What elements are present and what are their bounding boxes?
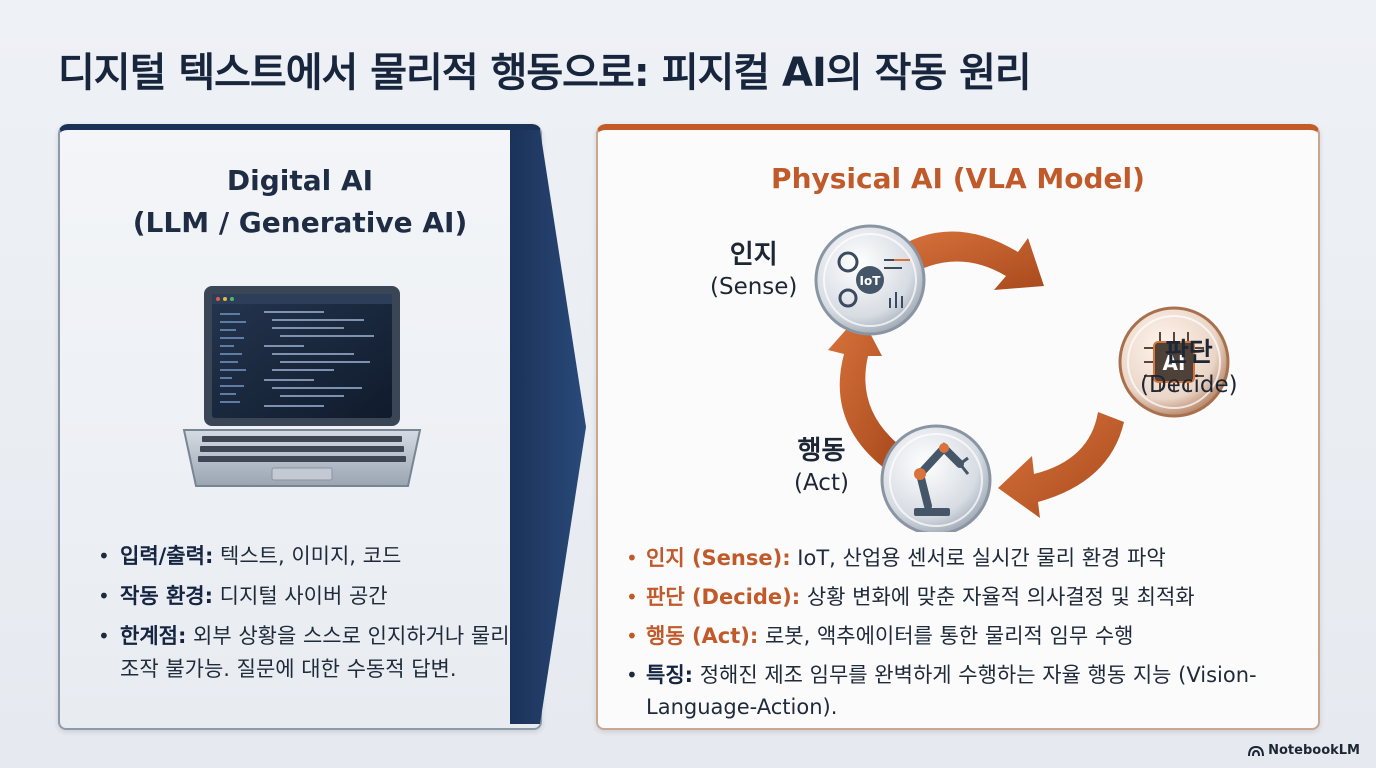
list-item: 특징: 정해진 제조 임무를 완벽하게 수행하는 자율 행동 지능 (Visio…: [624, 659, 1304, 723]
stage-label-sense: 인지 (Sense): [710, 238, 797, 302]
brand-badge: NotebookLM: [1248, 743, 1360, 758]
stage-decide-en: (Decide): [1140, 372, 1238, 398]
stage-label-decide: 판단 (Decide): [1140, 336, 1238, 400]
digital-ai-bullets: 입력/출력: 텍스트, 이미지, 코드 작동 환경: 디지털 사이버 공간 한계…: [96, 540, 536, 693]
brand-label: NotebookLM: [1268, 743, 1360, 758]
notebooklm-logo-icon: [1248, 745, 1265, 756]
bullet-text: 텍스트, 이미지, 코드: [213, 544, 402, 568]
bullet-text: 디지털 사이버 공간: [213, 584, 388, 608]
decide-ai-chip-icon: AI: [1118, 306, 1230, 418]
svg-text:AI: AI: [1163, 351, 1186, 375]
list-item: 판단 (Decide): 상황 변화에 맞춘 자율적 의사결정 및 최적화: [624, 581, 1304, 613]
bullet-label: 한계점:: [120, 624, 187, 648]
sense-iot-icon: IoT: [814, 224, 926, 336]
digital-ai-title-line1: Digital AI: [226, 164, 374, 197]
stage-decide-ko: 판단: [1164, 338, 1213, 368]
bullet-text: 정해진 제조 임무를 완벽하게 수행하는 자율 행동 지능 (Vision-La…: [646, 663, 1257, 719]
list-item: 작동 환경: 디지털 사이버 공간: [96, 580, 536, 613]
physical-ai-bullets: 인지 (Sense): IoT, 산업용 센서로 실시간 물리 환경 파악 판단…: [624, 542, 1304, 730]
bullet-label: 판단 (Decide):: [646, 585, 801, 609]
list-item: 행동 (Act): 로봇, 액추에이터를 통한 물리적 임무 수행: [624, 620, 1304, 652]
arrow-act-to-sense: [828, 314, 898, 468]
bullet-label: 인지 (Sense):: [646, 546, 791, 570]
bullet-label: 특징:: [646, 663, 694, 687]
laptop-icon: [182, 286, 422, 487]
act-robot-arm-icon: [880, 424, 992, 532]
stage-act-ko: 행동: [797, 436, 846, 466]
digital-ai-title: Digital AI (LLM / Generative AI): [60, 160, 540, 244]
physical-ai-panel: Physical AI (VLA Model) IoT: [596, 124, 1320, 730]
arrow-decide-to-act: [998, 412, 1124, 518]
list-item: 인지 (Sense): IoT, 산업용 센서로 실시간 물리 환경 파악: [624, 542, 1304, 574]
digital-ai-title-line2: (LLM / Generative AI): [132, 206, 468, 239]
stage-act-en: (Act): [794, 470, 849, 496]
physical-ai-title: Physical AI (VLA Model): [771, 162, 1145, 195]
list-item: 입력/출력: 텍스트, 이미지, 코드: [96, 540, 536, 573]
bullet-label: 입력/출력:: [120, 544, 214, 568]
page-title: 디지털 텍스트에서 물리적 행동으로: 피지컬 AI의 작동 원리: [58, 50, 1032, 96]
arrow-sense-to-decide: [888, 231, 1044, 290]
stage-sense-en: (Sense): [710, 274, 798, 300]
bullet-label: 작동 환경:: [120, 584, 213, 608]
bullet-text: 외부 상황을 스스로 인지하거나 물리적 조작 불가능. 질문에 대한 수동적 …: [120, 624, 529, 681]
svg-text:IoT: IoT: [860, 274, 882, 288]
chevron-right-icon: [510, 130, 586, 724]
stage-sense-ko: 인지: [729, 240, 778, 270]
digital-ai-panel: Digital AI (LLM / Generative AI): [58, 124, 542, 730]
bullet-label: 행동 (Act):: [646, 624, 759, 648]
bullet-text: 로봇, 액추에이터를 통한 물리적 임무 수행: [758, 624, 1134, 648]
list-item: 한계점: 외부 상황을 스스로 인지하거나 물리적 조작 불가능. 질문에 대한…: [96, 620, 536, 686]
bullet-text: IoT, 산업용 센서로 실시간 물리 환경 파악: [790, 546, 1166, 570]
bullet-text: 상황 변화에 맞춘 자율적 의사결정 및 최적화: [800, 585, 1195, 609]
sense-decide-act-cycle: IoT AI: [814, 224, 1230, 532]
stage-label-act: 행동 (Act): [794, 434, 849, 498]
